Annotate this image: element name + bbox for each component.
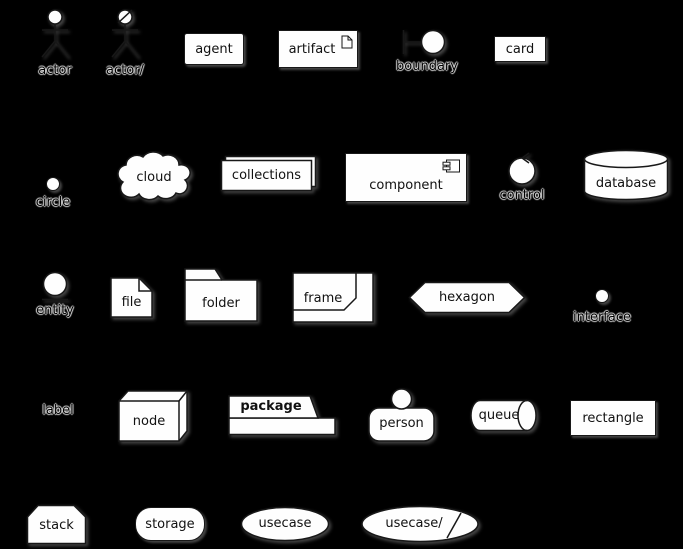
control-icon	[508, 152, 536, 185]
actor-icon	[41, 9, 69, 58]
file-label: file	[121, 295, 142, 310]
stack-item: stack	[16, 504, 92, 545]
agent-shape: agent	[184, 33, 244, 65]
component-shape: component	[345, 153, 467, 202]
actor-business-item: actor/	[103, 8, 147, 78]
rectangle-label: rectangle	[582, 410, 644, 426]
agent-label: agent	[195, 41, 233, 57]
node-label: node	[132, 414, 166, 429]
control-item: control	[494, 150, 550, 203]
interface-icon	[595, 289, 609, 303]
interface-label: interface	[573, 310, 631, 325]
rectangle-shape: rectangle	[570, 400, 656, 436]
node-item: node	[118, 390, 188, 442]
hexagon-label: hexagon	[438, 290, 496, 305]
frame-label: frame	[303, 291, 343, 306]
artifact-label: artifact	[288, 41, 336, 57]
storage-label: storage	[145, 516, 195, 532]
frame-shape	[292, 272, 374, 323]
boundary-icon	[402, 29, 446, 55]
circle-label: circle	[35, 195, 71, 210]
label-text: label	[42, 403, 74, 418]
artifact-shape: artifact	[278, 30, 358, 68]
card-shape: card	[494, 36, 546, 62]
cloud-shape	[117, 151, 191, 201]
package-item: package	[228, 395, 336, 436]
actor-item: actor	[33, 8, 77, 78]
queue-item: queue	[470, 399, 538, 432]
folder-item: folder	[184, 268, 258, 322]
collections-label: collections	[231, 168, 302, 183]
database-item: database	[583, 149, 669, 202]
component-icon	[442, 159, 460, 173]
database-label: database	[595, 176, 657, 191]
stack-shape	[26, 504, 87, 545]
cloud-item: cloud	[111, 146, 199, 204]
storage-shape: storage	[135, 507, 205, 541]
hexagon-shape	[408, 281, 526, 314]
entity-label: entity	[36, 303, 74, 318]
node-shape	[118, 390, 188, 442]
collections-item: collections	[220, 155, 317, 193]
file-shape	[110, 277, 153, 318]
entity-item: entity	[36, 270, 74, 320]
boundary-label: boundary	[396, 59, 458, 74]
circle-icon	[46, 177, 60, 191]
usecase-business-shape	[361, 505, 479, 543]
stack-label: stack	[39, 518, 74, 533]
usecase-business-item: usecase/	[360, 505, 480, 543]
usecase-shape	[240, 506, 330, 542]
file-item: file	[110, 277, 153, 318]
usecase-label: usecase	[258, 516, 312, 531]
folder-shape	[184, 268, 258, 322]
interface-item: interface	[570, 289, 634, 329]
database-shape	[583, 149, 669, 201]
component-label: component	[369, 178, 443, 193]
package-shape	[228, 395, 336, 436]
queue-label: queue	[478, 408, 520, 423]
collections-shape	[220, 155, 317, 192]
actor-business-icon	[111, 9, 139, 58]
circle-item: circle	[28, 177, 78, 211]
person-item: person	[368, 388, 435, 442]
folder-label: folder	[202, 296, 240, 311]
actor-label: actor	[38, 63, 72, 78]
person-shape	[368, 388, 435, 442]
hexagon-item: hexagon	[408, 281, 526, 314]
queue-shape	[470, 399, 537, 432]
entity-icon	[42, 271, 68, 301]
usecase-item: usecase	[240, 506, 330, 542]
person-label: person	[379, 416, 424, 431]
frame-item: frame	[292, 272, 374, 323]
cloud-label: cloud	[136, 170, 172, 185]
actor-business-label: actor/	[106, 63, 144, 78]
usecase-business-label: usecase/	[385, 516, 443, 531]
control-label: control	[499, 188, 545, 203]
package-label: package	[240, 399, 302, 414]
document-icon	[341, 35, 353, 49]
boundary-item: boundary	[396, 28, 458, 76]
card-label: card	[505, 41, 535, 57]
